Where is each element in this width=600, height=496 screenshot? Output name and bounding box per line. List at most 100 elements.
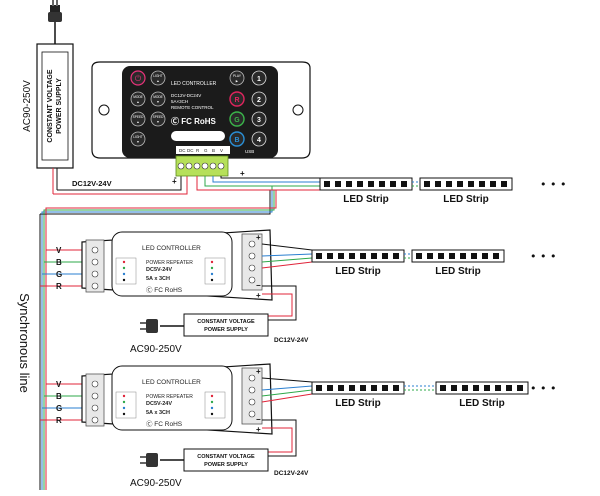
repeater-1-plus-bottom: + [256,291,261,300]
repeater-2-input-b: B [56,392,62,401]
number-button-4[interactable]: 4 [251,131,267,147]
led-chip [371,253,377,259]
led-strip-label: LED Strip [343,194,389,205]
main-psu-output-label: DC12V-24V [72,179,112,188]
controller-output-plus: + [240,169,245,178]
led-chip [368,181,374,187]
number-button-3-label: 3 [257,117,261,124]
power-button[interactable]: ⏻ [130,70,146,86]
repeater-1-title: LED CONTROLLER [142,245,201,252]
controller-terminal-label-strip [176,146,230,154]
led-chip [424,181,430,187]
led-chip [360,385,366,391]
led-strip [311,249,405,263]
terminal-label-4: G [204,148,208,153]
led-chip [416,253,422,259]
led-strip [419,177,513,191]
led-chip [335,181,341,187]
main-psu-label-line2: POWER SUPPLY [56,78,63,134]
repeater-2-plus-top: + [256,367,261,376]
light-down-arrow: ▼ [136,140,139,144]
controller-output-wires: + [196,169,320,191]
led-chip [401,181,407,187]
led-strip [319,177,413,191]
led-chip [349,385,355,391]
speed-up-button[interactable]: SPEED ▲ [130,111,146,127]
light-down-button[interactable]: LIGHT ▼ [130,131,146,147]
led-chip [471,253,477,259]
led-chip [316,253,322,259]
speed-up-label: SPEED [133,115,145,119]
red-button[interactable]: R [229,91,245,107]
continuation-dots: • • • [530,382,556,395]
terminal-label-6: V [220,148,223,153]
led-chip [460,253,466,259]
led-chip [440,385,446,391]
controller-spec3: REMOTE CONTROL [171,105,214,110]
led-chip [484,385,490,391]
led-chip [506,385,512,391]
led-chip [316,385,322,391]
mode-up-arrow: ▲ [136,100,139,104]
repeater-1-input-r: R [56,282,62,291]
repeater-2-plug [140,453,158,467]
controller-title: LED CONTROLLER [171,81,217,87]
terminal-label-5: B [212,148,215,153]
repeater-1-psu-input: AC90-250V [130,344,182,355]
main-power-plug [48,0,62,44]
led-chip [449,253,455,259]
led-chip [438,253,444,259]
speed-down-label: SPEED [153,115,165,119]
led-strip [411,249,505,263]
blue-button-label: B [234,137,239,144]
speed-down-arrow: ▼ [156,120,159,124]
led-strip-label: LED Strip [435,266,481,277]
controller-terminal-block[interactable] [175,155,229,177]
main-psu-input-label: AC90-250V [22,80,33,132]
synchronous-line-label: Synchronous line [17,293,32,393]
number-button-1-label: 1 [257,76,261,83]
main-psu-plus: + [172,177,177,186]
speed-down-button[interactable]: SPEED ▼ [150,111,166,127]
number-button-1[interactable]: 1 [251,70,267,86]
mode-down-label: MODE [153,95,163,99]
led-chip [393,253,399,259]
continuation-dots: • • • [540,178,566,191]
led-chip [382,253,388,259]
repeater-1-power: CONSTANT VOLTAGE POWER SUPPLY DC12V-24V … [130,285,309,355]
play-label: PLAY [233,74,242,78]
number-button-3[interactable]: 3 [251,111,267,127]
repeater-2-power: CONSTANT VOLTAGE POWER SUPPLY DC12V-24V … [130,419,309,489]
repeater-1-input-terminal[interactable] [85,239,105,293]
led-strip [311,381,405,395]
number-button-4-label: 4 [257,137,261,144]
led-chip [435,181,441,187]
led-chip [327,253,333,259]
mode-up-button[interactable]: MODE ▲ [130,91,146,107]
repeater-2-input-r: R [56,416,62,425]
led-strip-label: LED Strip [459,398,505,409]
repeater-2-cert: Ⓒ FC RoHS [146,420,183,428]
repeater-2-line1: POWER REPEATER [146,394,193,400]
repeater-1-cert: Ⓒ FC RoHS [146,286,183,294]
led-chip [371,385,377,391]
led-chip [501,181,507,187]
mode-down-button[interactable]: MODE ▼ [150,91,166,107]
repeater-1-input-g: G [56,270,62,279]
play-button[interactable]: PLAY ▶ [229,70,245,86]
led-chip [360,253,366,259]
led-chip [338,253,344,259]
green-button[interactable]: G [229,111,245,127]
light-up-button[interactable]: LIGHT ▲ [150,70,166,86]
number-button-2[interactable]: 2 [251,91,267,107]
repeater-2-psu-label-line1: CONSTANT VOLTAGE [197,454,255,460]
repeater-2-input-terminal[interactable] [85,373,105,427]
controller-cert: Ⓒ FC RoHS [171,116,217,126]
blue-button[interactable]: B [229,131,245,147]
number-button-2-label: 2 [257,97,261,104]
power-icon: ⏻ [135,74,142,83]
repeater-1-line1: POWER REPEATER [146,260,193,266]
repeater-1: V B G R LED CONTROLLER POWER REPEATER DC… [40,229,313,301]
repeater-2-plus-bottom: + [256,425,261,434]
